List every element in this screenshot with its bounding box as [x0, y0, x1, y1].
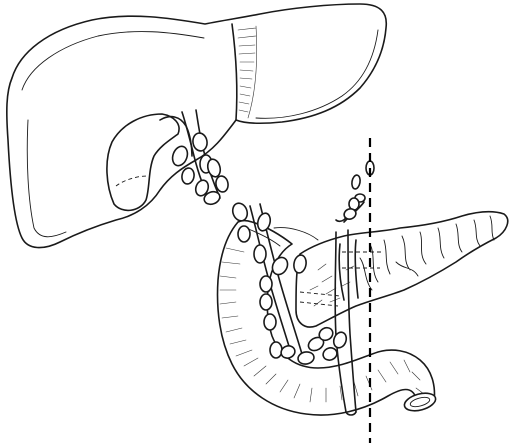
lymph-node [260, 276, 272, 292]
lymph-node [321, 346, 338, 362]
lymph-node [297, 351, 315, 366]
lymph-node [270, 342, 282, 358]
lymph-node [181, 167, 196, 185]
pancreas [296, 212, 508, 327]
lymph-node [264, 314, 276, 330]
lymph-node [230, 201, 249, 223]
para-aortic-lymph-nodes [336, 161, 374, 222]
lymph-node [254, 245, 266, 263]
lymph-node [238, 226, 250, 242]
lymph-node [332, 330, 349, 349]
liver [7, 4, 386, 248]
duodenum-cut-end [402, 390, 437, 414]
liver-outline [7, 4, 386, 248]
lymph-node [260, 294, 272, 310]
lymph-node [351, 174, 361, 189]
